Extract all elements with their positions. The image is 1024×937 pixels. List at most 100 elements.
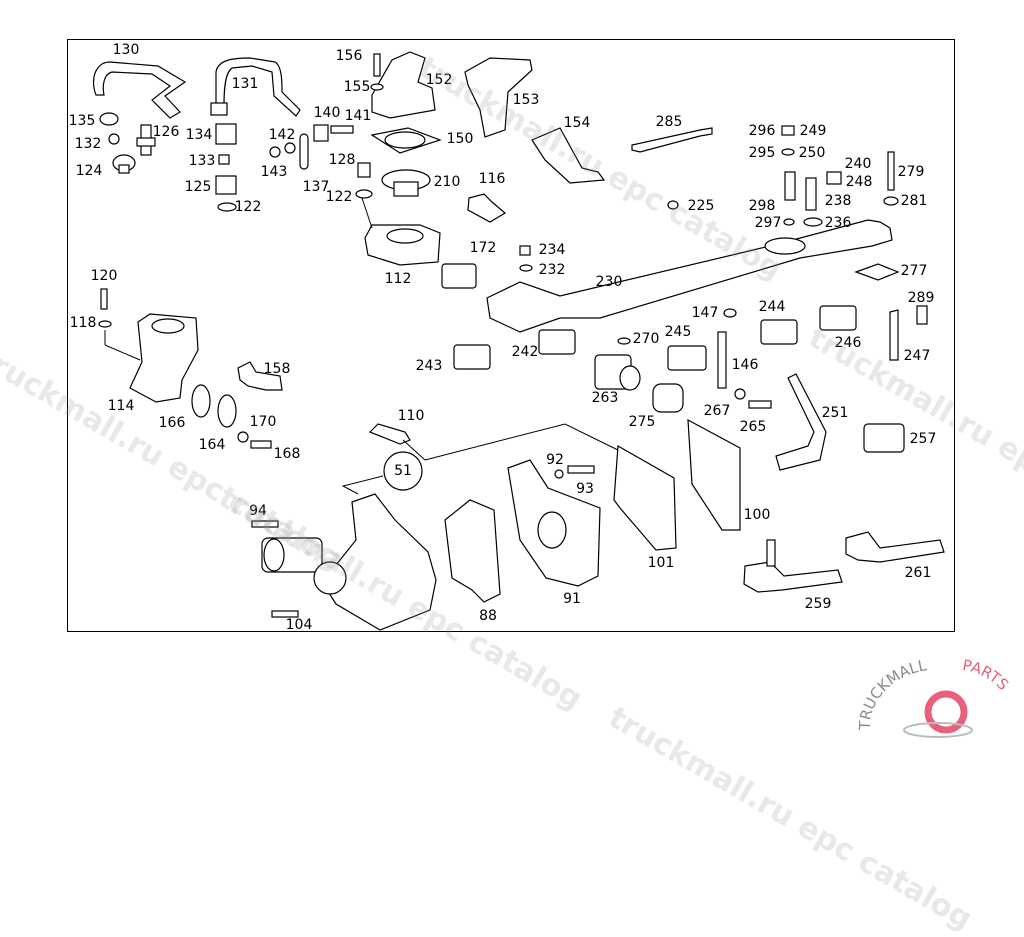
callout-249: 249	[800, 124, 827, 138]
part-261-pipe	[846, 532, 944, 562]
part-51-waterpump	[262, 494, 436, 630]
callout-124: 124	[76, 164, 103, 178]
callout-132: 132	[75, 137, 102, 151]
part-122-washer-b	[356, 190, 372, 198]
callout-240: 240	[845, 157, 872, 171]
callout-154: 154	[564, 116, 591, 130]
part-141-screw	[331, 126, 353, 133]
part-143-nut	[270, 147, 280, 157]
part-154-elbow	[532, 128, 604, 183]
part-277-gasket	[856, 264, 898, 280]
callout-242: 242	[512, 345, 539, 359]
part-124-union	[113, 155, 135, 173]
callout-110: 110	[398, 409, 425, 423]
part-289-clip	[917, 306, 927, 324]
callout-118: 118	[70, 316, 97, 330]
part-270-washer	[618, 338, 630, 344]
part-101-gasket	[614, 446, 676, 550]
part-297-washer	[784, 219, 794, 225]
part-88-gasket	[445, 500, 500, 602]
callout-245: 245	[665, 325, 692, 339]
callout-104: 104	[286, 618, 313, 632]
callout-279: 279	[898, 165, 925, 179]
part-244-cover	[761, 320, 797, 344]
part-246-cover	[820, 306, 856, 330]
callout-152: 152	[426, 73, 453, 87]
callout-131: 131	[232, 77, 259, 91]
callout-270: 270	[633, 332, 660, 346]
callout-158: 158	[264, 362, 291, 376]
part-275-cap	[653, 384, 683, 412]
callout-250: 250	[799, 146, 826, 160]
callout-170: 170	[250, 415, 277, 429]
callout-166: 166	[159, 416, 186, 430]
part-251-pipe	[776, 374, 826, 470]
callout-130: 130	[113, 43, 140, 57]
part-164-plate	[218, 395, 236, 427]
callout-263: 263	[592, 391, 619, 405]
callout-128: 128	[329, 153, 356, 167]
callout-275: 275	[629, 415, 656, 429]
part-147-nut	[724, 309, 736, 317]
callout-88: 88	[479, 609, 497, 623]
callout-114: 114	[108, 399, 135, 413]
part-140-clip	[314, 125, 328, 141]
callout-295: 295	[749, 146, 776, 160]
part-265-bolt	[749, 401, 771, 408]
callout-146: 146	[732, 358, 759, 372]
part-91-plate	[508, 460, 600, 586]
parts-drawing	[0, 0, 1024, 750]
part-281-washer	[884, 197, 898, 205]
part-134-sleeve	[216, 124, 236, 144]
part-279-bolt	[888, 152, 894, 190]
callout-135: 135	[69, 114, 96, 128]
part-249-plug	[782, 126, 794, 135]
callout-141: 141	[345, 109, 372, 123]
callout-296: 296	[749, 124, 776, 138]
part-92-washer	[555, 470, 563, 478]
callout-122: 122	[326, 190, 353, 204]
callout-257: 257	[910, 432, 937, 446]
logo-text-parts: PARTS	[961, 656, 1012, 694]
callout-246: 246	[835, 336, 862, 350]
part-155-washer	[371, 84, 383, 90]
callout-153: 153	[513, 93, 540, 107]
callout-125: 125	[185, 180, 212, 194]
callout-236: 236	[825, 216, 852, 230]
part-232-washer	[520, 265, 532, 271]
callout-244: 244	[759, 300, 786, 314]
callout-243: 243	[416, 359, 443, 373]
callout-116: 116	[479, 172, 506, 186]
callout-122: 122	[235, 200, 262, 214]
callout-265: 265	[740, 420, 767, 434]
part-100-gasket	[688, 420, 740, 530]
part-166-gasket	[192, 385, 210, 417]
part-263-connector	[595, 355, 640, 390]
callout-289: 289	[908, 291, 935, 305]
callout-134: 134	[186, 128, 213, 142]
part-236-washer	[804, 218, 822, 226]
part-257-cover	[864, 424, 904, 452]
part-146-bracket	[718, 332, 726, 388]
part-238-fitting	[806, 178, 816, 210]
part-150-gasket	[372, 128, 440, 153]
callout-112: 112	[385, 272, 412, 286]
part-242-gasket	[539, 330, 575, 354]
callout-133: 133	[189, 154, 216, 168]
callout-259: 259	[805, 597, 832, 611]
callout-248: 248	[846, 175, 873, 189]
callout-232: 232	[539, 263, 566, 277]
part-248-plug	[827, 172, 841, 184]
callout-261: 261	[905, 566, 932, 580]
callout-156: 156	[336, 49, 363, 63]
part-156-bolt	[374, 54, 380, 76]
part-132-plug	[109, 134, 119, 144]
part-128-plug	[358, 163, 370, 177]
callout-101: 101	[648, 556, 675, 570]
callout-251: 251	[822, 406, 849, 420]
part-120-bolt	[101, 289, 107, 309]
part-133-plug	[219, 155, 229, 164]
part-170-washer	[238, 432, 248, 442]
part-130-pipe	[94, 62, 185, 118]
callout-126: 126	[153, 125, 180, 139]
